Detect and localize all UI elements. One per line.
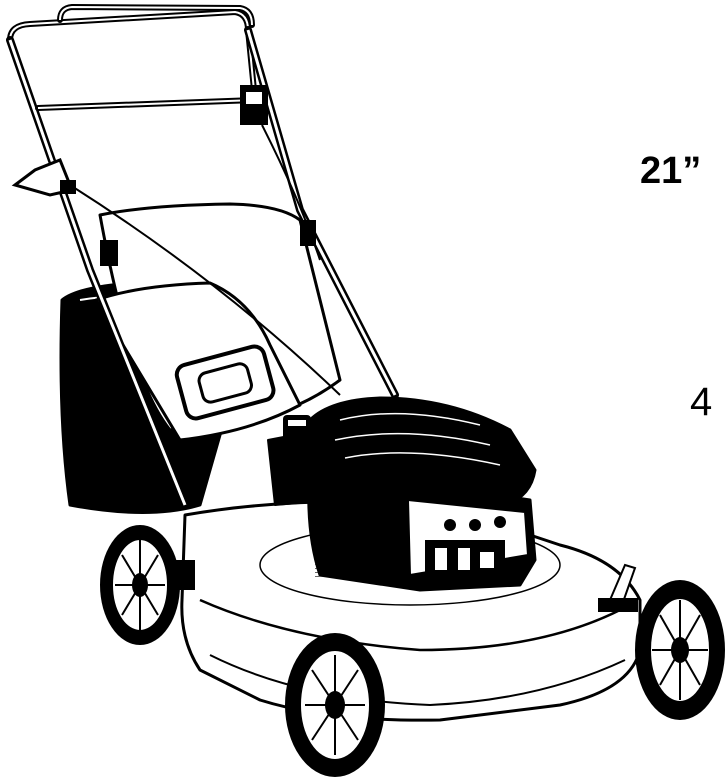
mower-handle [6,4,399,509]
deck-size-label: 21” [640,150,702,192]
bag-handle-slot [174,344,276,421]
wheel-rear-left [100,525,195,645]
wheel-front-left [285,633,385,777]
fuel-cap [283,415,311,440]
throttle-lever [11,158,75,197]
handle-knob-left [100,240,118,266]
side-digit-label: 4 [690,380,713,424]
bag-frame [94,202,342,442]
mower-engine [267,396,537,592]
wheel-front-right [598,563,725,720]
